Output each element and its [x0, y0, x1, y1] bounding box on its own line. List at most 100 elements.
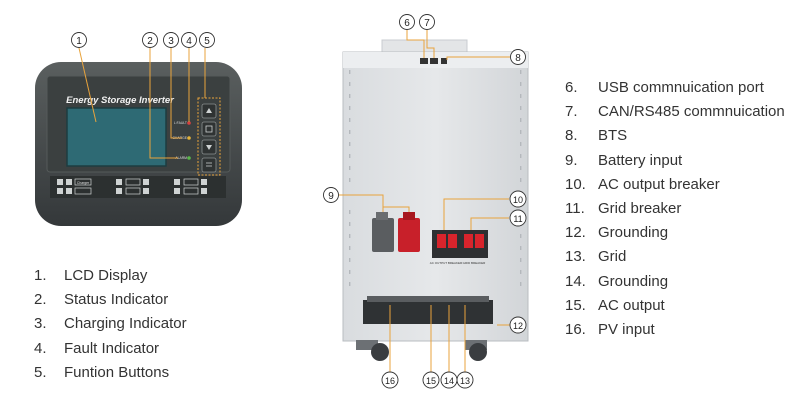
- battery-icon: [66, 179, 72, 185]
- bts-port[interactable]: [441, 58, 447, 64]
- callout-2-number: 2: [147, 36, 153, 47]
- legend-label: AC output breaker: [598, 175, 720, 193]
- callout-9: 9: [323, 187, 339, 203]
- inverter-icon: [116, 179, 122, 185]
- solar-icon: [57, 188, 63, 194]
- legend-number: 3.: [34, 315, 47, 333]
- legend-item: 14. Grounding: [565, 270, 785, 294]
- legend-item: 1.LCD Display: [34, 264, 187, 288]
- ac-output-breaker-handle-1[interactable]: [437, 234, 446, 248]
- legend-item: 7.CAN/RS485 commnuication: [565, 100, 785, 124]
- legend-item: 2.Status Indicator: [34, 288, 187, 312]
- callout-15-number: 15: [426, 376, 436, 386]
- legend-number: 13.: [565, 248, 586, 266]
- legend-item: 8. BTS: [565, 124, 785, 148]
- ac-icon: [143, 179, 149, 185]
- panel-title: Energy Storage Inverter: [66, 95, 175, 106]
- legend-item: 16. PV input: [565, 318, 785, 342]
- callout-12: 12: [509, 316, 527, 334]
- inverter-cabinet: AC OUTPUT BREAKER GRID BREAKER: [342, 39, 529, 361]
- legend-label: USB commnuication port: [598, 79, 764, 96]
- can-rs485-port[interactable]: [430, 58, 438, 64]
- grid-breaker-handle-2[interactable]: [475, 234, 484, 248]
- charger-label: Charger: [77, 181, 90, 185]
- callout-1-number: 1: [76, 36, 82, 47]
- legend-item: 15.AC output: [565, 294, 785, 318]
- legend-label: LCD Display: [64, 267, 148, 284]
- callout-3: 3: [163, 32, 179, 48]
- legend-number: 6.: [565, 79, 578, 96]
- status-indicator-label: ALARM: [175, 156, 187, 160]
- fan-box: [183, 178, 199, 186]
- inverter-box: [125, 178, 141, 186]
- legend-number: 7.: [565, 103, 578, 121]
- panel-icon-strip: Charger: [50, 176, 226, 198]
- callout-4: 4: [181, 32, 197, 48]
- legend-label: Grid breaker: [598, 199, 682, 217]
- cabinet-legend: 6. USB commnuication port 7.CAN/RS485 com…: [565, 76, 785, 342]
- control-panel: Energy Storage Inverter L:FAULT CHARGE A…: [35, 62, 242, 226]
- callout-15: 15: [422, 371, 440, 389]
- mode-box: [74, 187, 92, 195]
- charging-indicator-led: [187, 136, 191, 140]
- panel-callout-lines: [78, 47, 206, 159]
- legend-number: 14.: [565, 272, 586, 290]
- casters: [356, 340, 487, 361]
- charger-box: [74, 178, 92, 186]
- lcd-display: [66, 107, 167, 167]
- callout-11: 11: [509, 209, 527, 227]
- terminal-cover: [363, 300, 493, 324]
- status-indicator-led: [187, 156, 191, 160]
- right-wheel: [469, 343, 487, 361]
- alarm-icon: [201, 188, 207, 194]
- function-buttons: [197, 97, 221, 176]
- usb-port[interactable]: [420, 58, 428, 64]
- callout-7: 7: [419, 14, 435, 30]
- legend-label: Grid: [598, 248, 627, 266]
- callout-6: 6: [399, 14, 415, 30]
- legend-item: 11. Grid breaker: [565, 197, 785, 221]
- legend-number: 16.: [565, 320, 586, 338]
- fan-icon: [174, 179, 180, 185]
- battery-negative-terminal: [372, 218, 394, 252]
- legend-label: BTS: [598, 127, 628, 145]
- callout-16: 16: [381, 371, 399, 389]
- legend-label: PV input: [598, 320, 655, 338]
- ac-output-breaker-label: AC OUTPUT BREAKER: [430, 261, 463, 265]
- legend-item: 6. USB commnuication port: [565, 76, 785, 100]
- callout-11-number: 11: [513, 214, 522, 224]
- callout-8: 8: [510, 49, 526, 65]
- callout-1: 1: [71, 32, 87, 48]
- grid-icon: [57, 179, 63, 185]
- legend-number: 9.: [565, 151, 578, 169]
- callout-4-number: 4: [186, 36, 192, 47]
- output-box: [183, 187, 199, 195]
- legend-label: Grounding: [598, 224, 669, 242]
- function-button-2[interactable]: [201, 121, 217, 137]
- grid-breaker-handle-1[interactable]: [464, 234, 473, 248]
- callout-10-number: 10: [513, 195, 523, 205]
- legend-number: 8.: [565, 127, 578, 145]
- callout-7-number: 7: [424, 18, 430, 29]
- callout-8-number: 8: [515, 53, 521, 64]
- left-wheel: [371, 343, 389, 361]
- callout-13: 13: [456, 371, 474, 389]
- menu-icon: [206, 162, 212, 167]
- legend-label: Charging Indicator: [64, 315, 187, 333]
- callout-14: 14: [440, 371, 458, 389]
- function-button-4[interactable]: [201, 157, 217, 173]
- battery-input: [372, 212, 420, 252]
- legend-number: 10.: [565, 175, 586, 193]
- dc-box: [125, 187, 141, 195]
- callout-3-number: 3: [168, 36, 174, 47]
- function-buttons-outline: [197, 97, 221, 176]
- legend-label: Fault Indicator: [64, 339, 160, 357]
- legend-number: 5.: [34, 363, 47, 381]
- warning-icon: [143, 188, 149, 194]
- breakers: AC OUTPUT BREAKER GRID BREAKER: [430, 230, 488, 265]
- ac-output-breaker-handle-2[interactable]: [448, 234, 457, 248]
- callout-16-number: 16: [385, 376, 395, 386]
- legend-item: 12.Grounding: [565, 221, 785, 245]
- legend-label: Grounding: [598, 272, 669, 290]
- legend-number: 11.: [565, 199, 585, 217]
